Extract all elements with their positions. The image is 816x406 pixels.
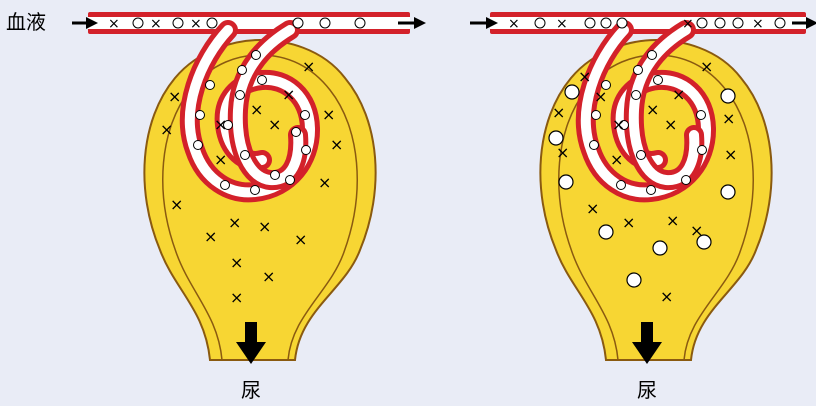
svg-text:×: × xyxy=(660,287,673,306)
svg-text:×: × xyxy=(330,135,343,154)
svg-text:×: × xyxy=(594,87,607,106)
svg-text:×: × xyxy=(578,67,591,86)
right-nephron: × × × × xyxy=(470,12,812,364)
svg-text:×: × xyxy=(672,85,685,104)
svg-text:×: × xyxy=(556,143,569,162)
svg-text:×: × xyxy=(690,221,703,240)
svg-text:×: × xyxy=(508,16,520,32)
svg-text:×: × xyxy=(262,267,275,286)
svg-text:×: × xyxy=(586,199,599,218)
svg-text:×: × xyxy=(610,150,623,169)
svg-text:×: × xyxy=(170,195,183,214)
left-nephron: × × × ××× ××× ××× ××× ×× ××× xyxy=(72,12,420,364)
svg-text:×: × xyxy=(190,16,202,32)
svg-text:×: × xyxy=(204,227,217,246)
svg-text:×: × xyxy=(230,253,243,272)
urine-label-left: 尿 xyxy=(241,380,261,400)
svg-text:×: × xyxy=(250,100,263,119)
svg-text:×: × xyxy=(230,288,243,307)
svg-text:×: × xyxy=(268,115,281,134)
svg-text:×: × xyxy=(612,115,625,134)
svg-text:×: × xyxy=(752,16,764,32)
svg-text:×: × xyxy=(322,105,335,124)
svg-text:×: × xyxy=(664,115,677,134)
urine-label-right: 尿 xyxy=(637,380,657,400)
svg-text:×: × xyxy=(214,115,227,134)
svg-text:×: × xyxy=(282,85,295,104)
svg-text:×: × xyxy=(666,211,679,230)
svg-text:×: × xyxy=(294,230,307,249)
svg-text:×: × xyxy=(160,120,173,139)
svg-text:×: × xyxy=(108,16,120,32)
svg-text:×: × xyxy=(150,16,162,32)
svg-text:×: × xyxy=(722,109,735,128)
svg-text:×: × xyxy=(700,57,713,76)
svg-text:×: × xyxy=(318,173,331,192)
svg-text:×: × xyxy=(682,16,694,32)
svg-text:×: × xyxy=(552,103,565,122)
svg-text:×: × xyxy=(258,217,271,236)
svg-text:×: × xyxy=(302,57,315,76)
svg-text:×: × xyxy=(168,87,181,106)
svg-text:×: × xyxy=(724,145,737,164)
svg-text:×: × xyxy=(622,213,635,232)
svg-text:×: × xyxy=(646,100,659,119)
blood-label: 血液 xyxy=(6,12,46,32)
svg-text:×: × xyxy=(556,16,568,32)
svg-text:×: × xyxy=(228,213,241,232)
svg-text:×: × xyxy=(214,150,227,169)
